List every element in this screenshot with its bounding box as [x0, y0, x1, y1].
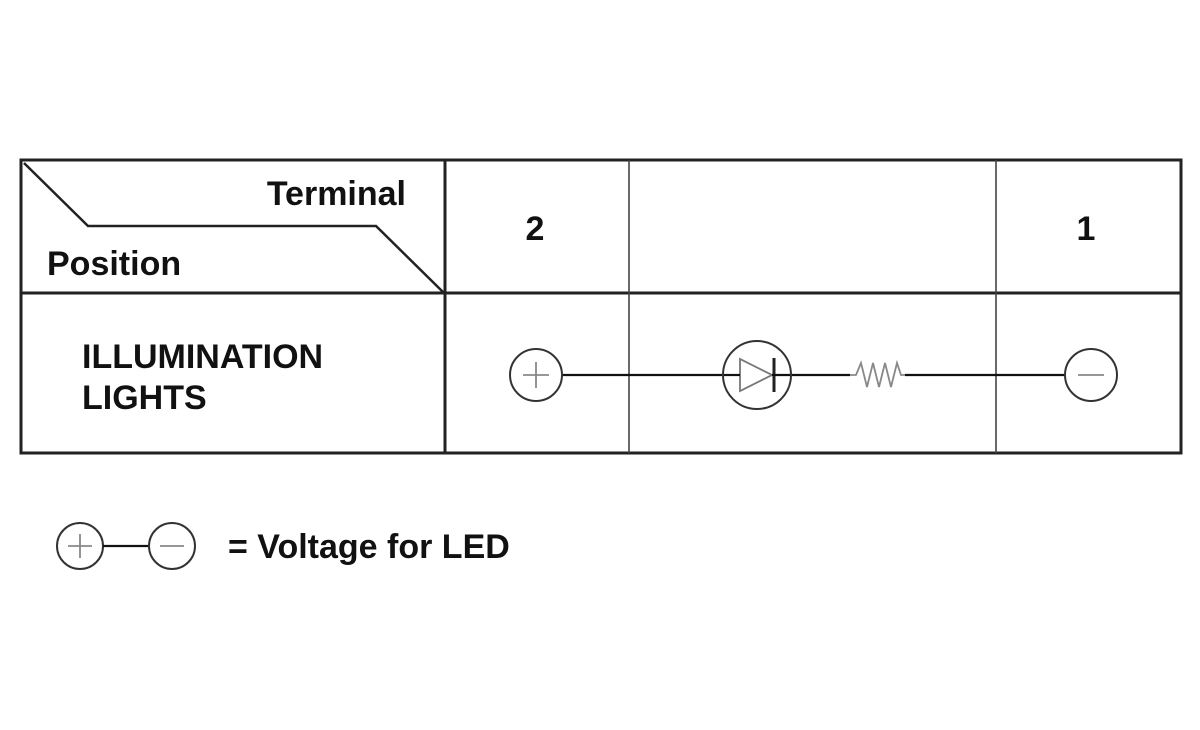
legend: = Voltage for LED [56, 522, 510, 570]
header-split-line [23, 162, 444, 293]
led-circuit [509, 340, 1118, 410]
row-label-line2: LIGHTS [82, 379, 207, 417]
negative-terminal-icon [1064, 348, 1118, 402]
row-label-line1: ILLUMINATION [82, 338, 323, 376]
resistor-icon [850, 359, 905, 388]
table-grid [19, 158, 1183, 455]
led-diode-icon [722, 340, 792, 410]
header-terminal-label: Terminal [267, 175, 406, 213]
legend-positive-icon [56, 522, 104, 570]
legend-text: = Voltage for LED [228, 528, 510, 566]
header-position-label: Position [47, 245, 181, 283]
terminal-2-label: 2 [526, 210, 545, 248]
table-border [19, 158, 1183, 455]
positive-terminal-icon [509, 348, 563, 402]
terminal-1-label: 1 [1077, 210, 1096, 248]
legend-negative-icon [148, 522, 196, 570]
